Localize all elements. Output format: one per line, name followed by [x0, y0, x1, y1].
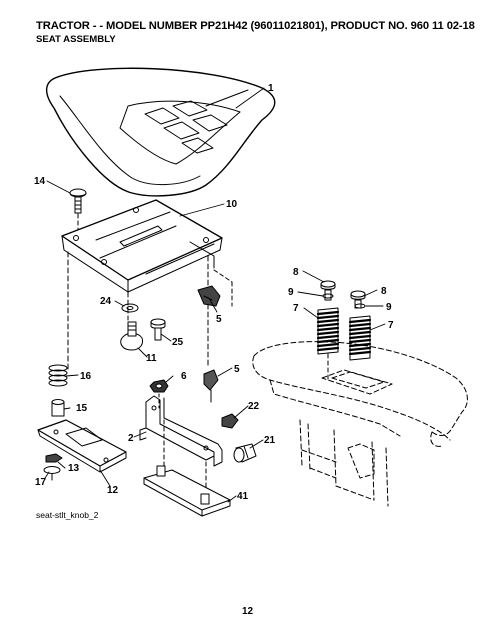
callout-8: 8	[293, 267, 299, 278]
knob-11	[120, 321, 143, 351]
bushing-15	[51, 399, 65, 417]
callout-16: 16	[80, 371, 92, 382]
section-title: SEAT ASSEMBLY	[36, 34, 116, 45]
clip-5	[197, 285, 221, 307]
callout-labels: 1 14 10 8 8 9 9 7 7 24 5 25 11 16 6 5 15…	[34, 83, 394, 502]
nut-13	[45, 453, 63, 463]
bracket-2	[139, 395, 223, 493]
callout-41: 41	[237, 491, 249, 502]
fender-outline	[252, 341, 468, 507]
callout-9b: 9	[386, 302, 392, 313]
washer-9-right	[354, 303, 366, 309]
washer-24	[121, 303, 139, 313]
callout-22: 22	[248, 401, 260, 412]
callout-14: 14	[34, 176, 46, 187]
bolt-8-left	[320, 280, 336, 301]
bracket-12	[37, 419, 127, 473]
callout-13: 13	[68, 463, 80, 474]
carriage-bolt-14	[69, 188, 87, 214]
bolt-8-right	[350, 290, 366, 309]
callout-5: 5	[216, 314, 222, 325]
seat-cushion	[45, 67, 276, 197]
callout-2: 2	[128, 433, 134, 444]
callout-11: 11	[146, 353, 157, 364]
bumper-41	[143, 465, 231, 517]
callout-1: 1	[268, 83, 274, 94]
bolt-21	[233, 443, 257, 463]
screw-25	[150, 318, 166, 341]
clip-5-lower	[203, 369, 219, 403]
callout-6: 6	[181, 371, 187, 382]
callout-21: 21	[264, 435, 276, 446]
page-title: TRACTOR - - MODEL NUMBER PP21H42 (960110…	[36, 20, 475, 32]
callout-15: 15	[76, 403, 88, 414]
callout-17: 17	[35, 477, 47, 488]
callout-12: 12	[107, 485, 119, 496]
callout-25: 25	[172, 337, 184, 348]
callout-9: 9	[288, 287, 294, 298]
seat-pan-10	[61, 199, 223, 293]
washer-17	[43, 466, 61, 474]
callout-24: 24	[100, 296, 112, 307]
callout-7: 7	[293, 303, 299, 314]
nut-6	[149, 379, 169, 393]
callout-8b: 8	[381, 286, 387, 297]
callout-10: 10	[226, 199, 238, 210]
spring-7-left	[316, 307, 340, 355]
callout-7b: 7	[388, 320, 394, 331]
page-number: 12	[241, 606, 254, 617]
spring-16	[48, 364, 68, 387]
callout-5b: 5	[234, 364, 240, 375]
figure-caption: seat-stlt_knob_2	[36, 510, 99, 520]
spring-7-right	[348, 315, 372, 361]
leader-lines	[44, 87, 386, 503]
